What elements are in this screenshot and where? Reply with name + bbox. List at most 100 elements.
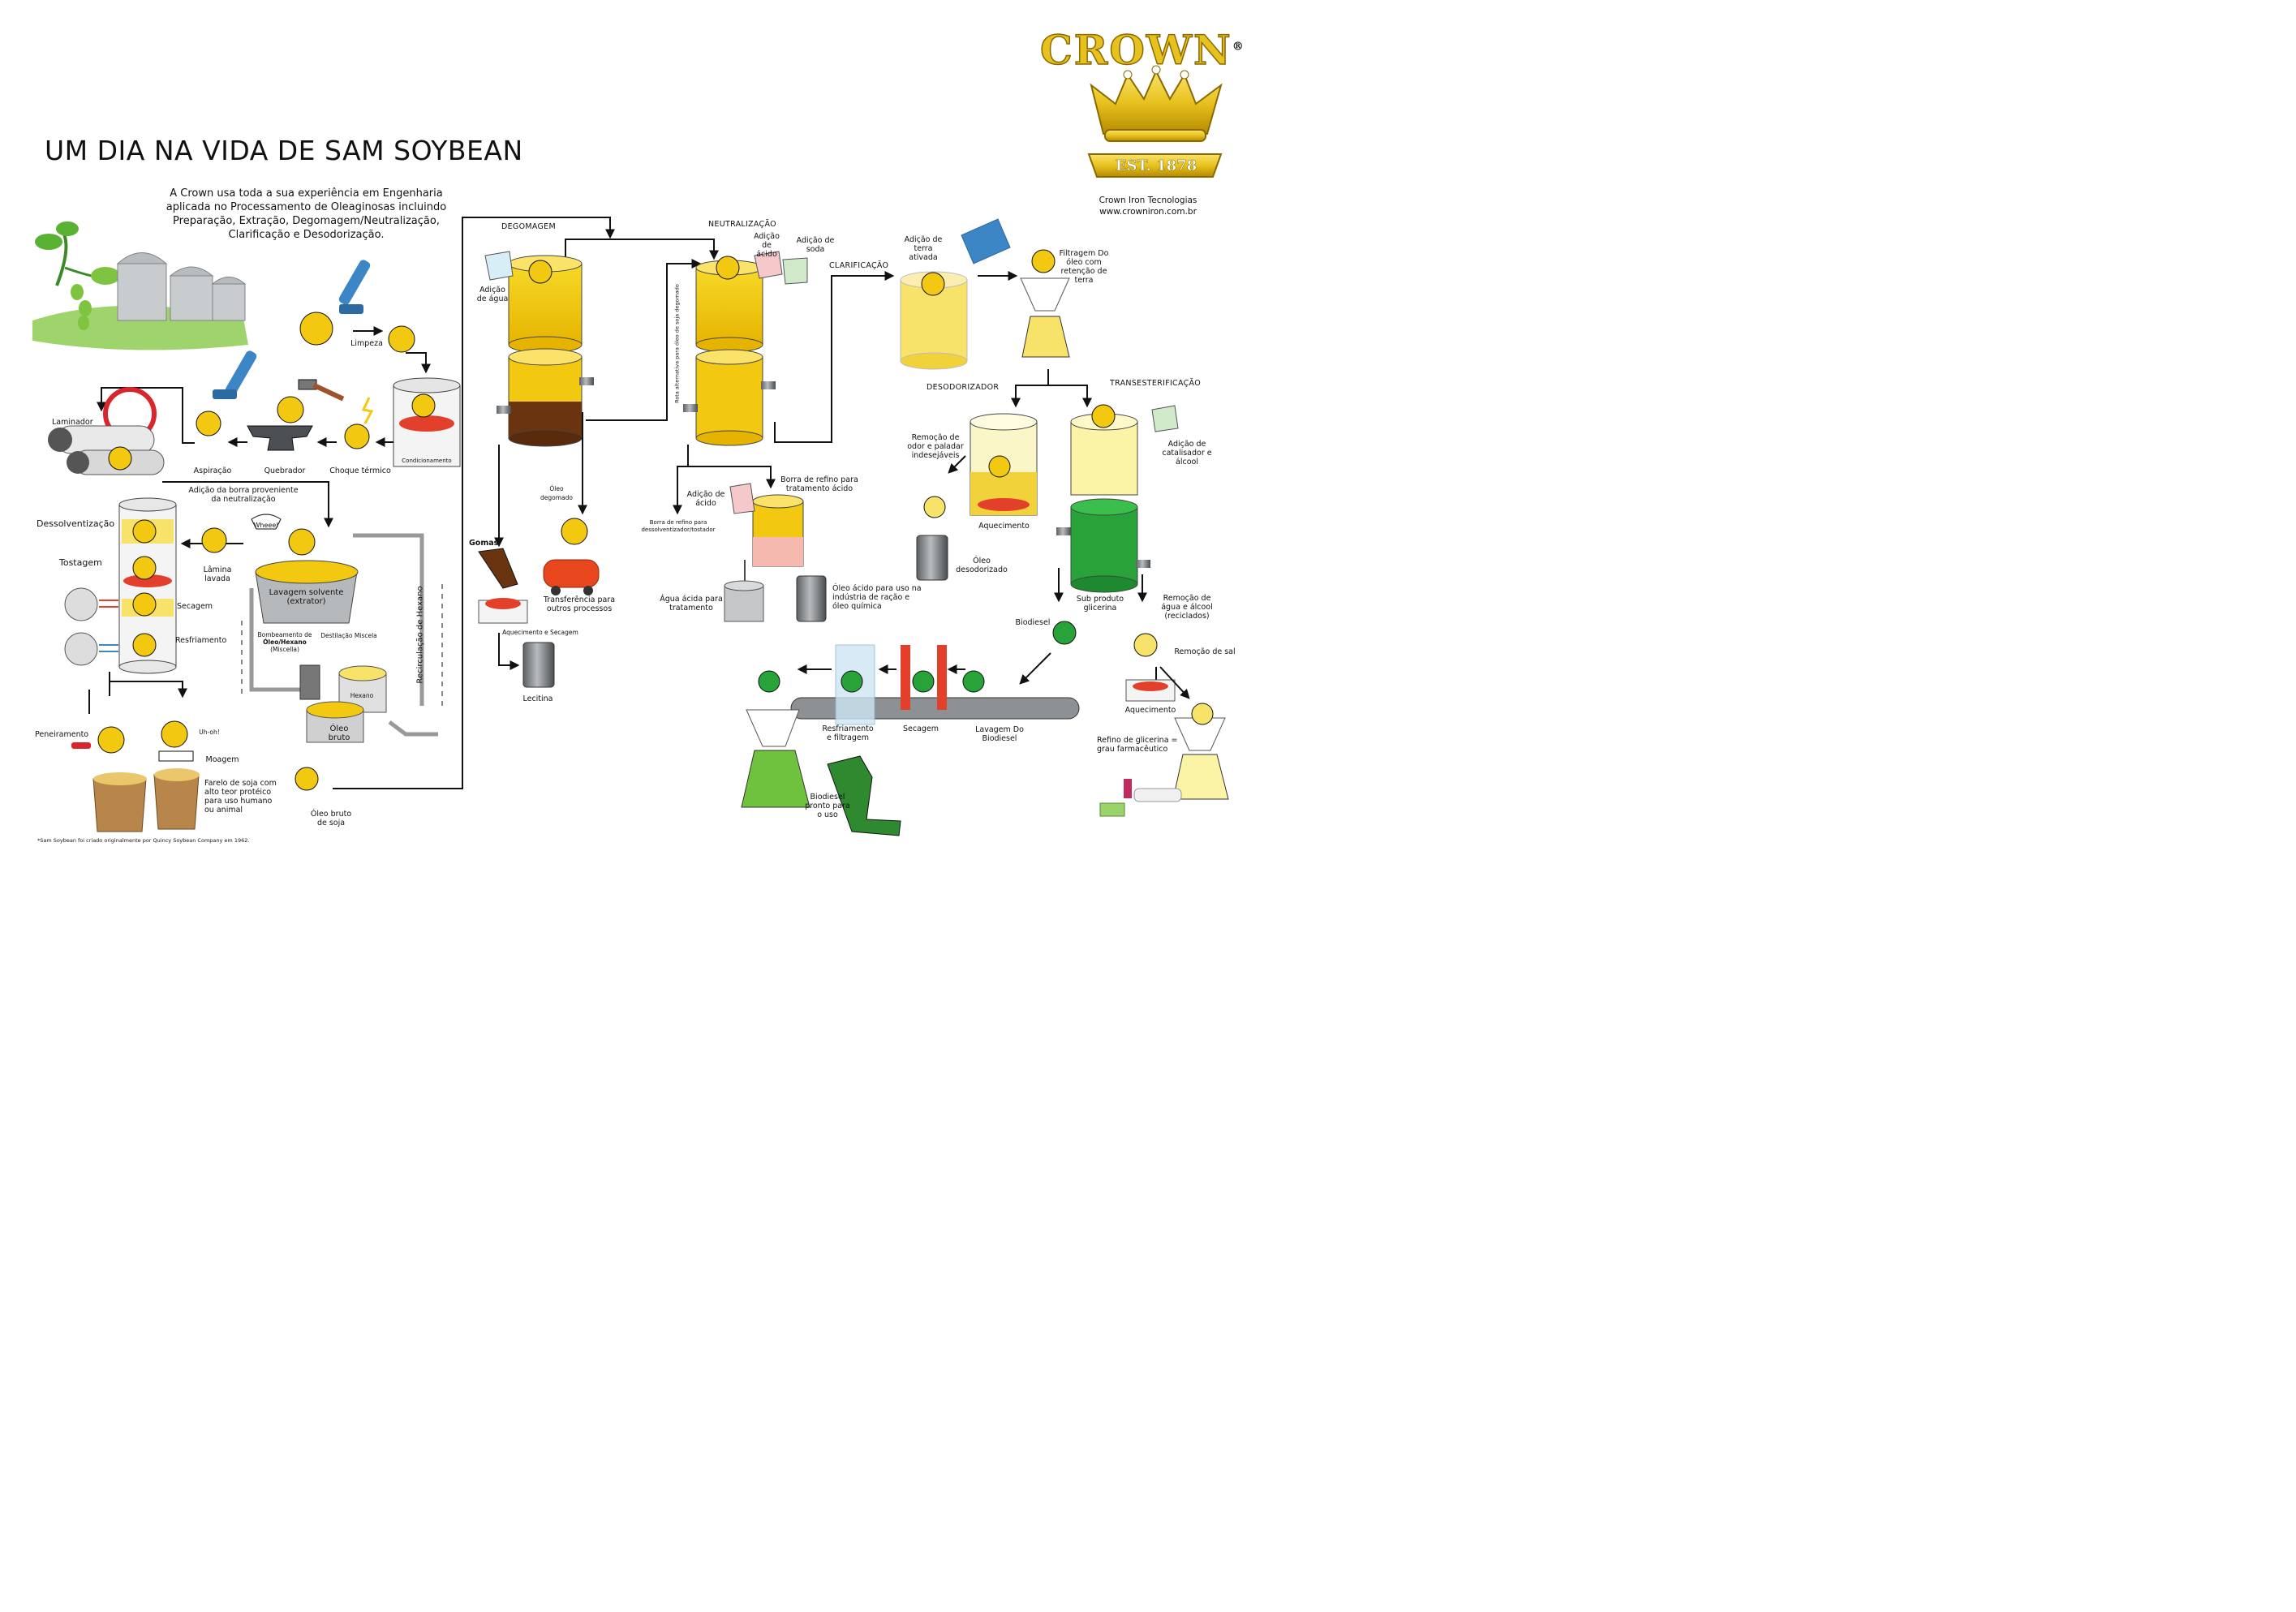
label-adicao-soda: Adição de soda	[796, 236, 835, 254]
label-lecitina: Lecitina	[522, 694, 553, 703]
fan-icon	[64, 587, 118, 666]
label-agua-acida: Água ácida para tratamento	[660, 595, 723, 613]
label-adicao-borra: Adição da borra proveniente da neutraliz…	[188, 486, 299, 504]
deodorizer-tank	[970, 413, 1038, 516]
biodiesel-flask	[741, 709, 810, 808]
label-transferencia: Transferência para outros processos	[543, 595, 616, 613]
label-remocao-sal: Remoção de sal	[1174, 647, 1236, 656]
neutralization-separator	[683, 349, 776, 446]
soybean-character-icon	[201, 527, 227, 553]
label-rota-alternativa: Rota alternativa para óleo de soja degom…	[673, 284, 681, 403]
speech-uhoh: Uh-oh!	[199, 729, 220, 736]
company-info: Crown Iron Tecnologias www.crowniron.com…	[1079, 195, 1217, 217]
label-oleo-bruto-tanque: Óleo bruto	[328, 724, 350, 742]
conditioning-cylinder	[393, 377, 461, 467]
label-aspiracao: Aspiração	[193, 466, 232, 475]
label-lavagem-biodiesel: Lavagem Do Biodiesel	[975, 725, 1024, 743]
section-clarificacao: CLARIFICAÇÃO	[829, 261, 889, 270]
speech-wheee: Wheee!	[253, 522, 279, 529]
process-diagram	[32, 65, 1229, 836]
label-recirculacao: Recirculação de Hexano	[415, 586, 425, 684]
label-limpeza: Limpeza	[350, 339, 383, 348]
earth-bag-icon	[961, 218, 1011, 264]
label-refino-glicerina: Refino de glicerina = grau farmacêutico	[1097, 736, 1178, 754]
label-secagem: Secagem	[177, 602, 213, 611]
crown-icon	[1090, 69, 1223, 135]
label-adicao-acido-2: Adição de ácido	[686, 490, 725, 508]
label-lamina-lavada: Lâmina lavada	[203, 565, 232, 583]
intro-text: A Crown usa toda a sua experiência em En…	[166, 187, 447, 241]
soybean-character-icon	[196, 411, 221, 436]
transesterification-tank	[1070, 404, 1179, 496]
label-tostagem: Tostagem	[59, 557, 102, 568]
crown-logo-text: CROWN®	[1039, 25, 1245, 75]
vacuum-cleaner-icon	[213, 350, 257, 399]
cosmetics-icon	[1099, 779, 1182, 817]
label-adicao-catalisador: Adição de catalisador e álcool	[1162, 440, 1212, 466]
label-borra-dessolventizador: Borra de refino para dessolventizador/to…	[641, 519, 716, 533]
oil-drop-character-icon	[561, 518, 588, 545]
biodiesel-drop-character-icon	[1052, 621, 1077, 645]
lecithin-barrel	[522, 642, 555, 688]
section-degomagem: DEGOMAGEM	[501, 222, 556, 231]
solvent-extractor	[251, 514, 359, 624]
neutralization-tank	[695, 256, 763, 353]
label-filtragem: Filtragem Do óleo com retenção de terra	[1059, 249, 1109, 285]
deodorized-oil-barrel	[916, 535, 948, 581]
glycerin-funnel	[1172, 703, 1229, 800]
acid-jug-icon	[754, 251, 808, 285]
section-transesterificacao: TRANSESTERIFICAÇÃO	[1110, 379, 1201, 388]
label-oleo-desodorizado: Óleo desodorizado	[956, 557, 1008, 574]
label-farelo: Farelo de soja com alto teor protéico pa…	[204, 779, 277, 815]
crude-oil-tank	[306, 701, 364, 743]
label-hexano: Hexano	[350, 692, 374, 699]
acid-water-barrel	[724, 580, 764, 622]
label-oleo-acido: Óleo ácido para uso na indústria de raçã…	[832, 584, 922, 611]
anvil-icon	[247, 396, 313, 451]
soybean-character-icon	[299, 312, 333, 346]
label-oleo-degomado: Óleo degomado	[540, 485, 573, 501]
oil-drop-character-icon	[295, 767, 319, 791]
label-destilacao: Destilação Miscela	[320, 632, 377, 639]
desolventizer-tower	[118, 497, 177, 674]
label-choque-termico: Choque térmico	[329, 466, 391, 475]
vacuum-cleaner-icon	[338, 260, 371, 314]
separation-tank	[497, 348, 594, 447]
gums-drying	[478, 548, 528, 624]
label-oleo-bruto-soja: Óleo bruto de soja	[310, 810, 352, 827]
label-borra-tratamento: Borra de refino para tratamento ácido	[780, 475, 858, 493]
soy-farm-illustration	[32, 221, 248, 350]
label-adicao-terra: Adição de terra ativada	[904, 235, 943, 262]
soybean-character-icon	[344, 423, 370, 449]
hammer-icon	[298, 379, 345, 402]
oil-drop-character-icon	[923, 496, 946, 518]
section-desodorizador: DESODORIZADOR	[927, 383, 1000, 392]
label-condicionamento: Condicionamento	[402, 458, 452, 464]
label-secagem-biodiesel: Secagem	[902, 724, 939, 733]
company-website[interactable]: www.crowniron.com.br	[1099, 207, 1197, 217]
label-sub-produto: Sub produto glicerina	[1076, 595, 1124, 613]
glycerin-drop-character-icon	[1133, 633, 1158, 657]
label-lavagem-solvente: Lavagem solvente(extrator)	[269, 588, 344, 606]
crown-logo	[1087, 65, 1223, 178]
label-aquecimento-secagem: Aquecimento e Secagem	[502, 629, 578, 636]
label-gomas: Gomas	[469, 539, 499, 548]
footnote: *Sam Soybean foi criado originalmente po…	[37, 837, 250, 844]
soybean-character-icon	[388, 325, 415, 353]
laminator-rollers	[48, 387, 165, 475]
fuel-nozzle-icon	[827, 755, 901, 836]
label-aquecimento-desodorizador: Aquecimento	[978, 522, 1030, 531]
label-resfriamento-filtragem: Resfriamento e filtragem	[822, 724, 874, 742]
company-name: Crown Iron Tecnologias	[1099, 196, 1197, 205]
water-jug-icon	[484, 251, 514, 281]
label-biodiesel: Biodiesel	[1015, 618, 1051, 627]
lightning-icon	[361, 397, 374, 424]
glycerin-separator	[1056, 498, 1150, 593]
label-quebrador: Quebrador	[264, 466, 306, 475]
salt-heater	[1125, 679, 1176, 702]
tanker-cart-icon	[543, 559, 600, 595]
page-title: UM DIA NA VIDA DE SAM SOYBEAN	[45, 135, 523, 166]
acid-oil-barrel	[796, 575, 827, 622]
sieve-and-mill	[71, 672, 200, 832]
